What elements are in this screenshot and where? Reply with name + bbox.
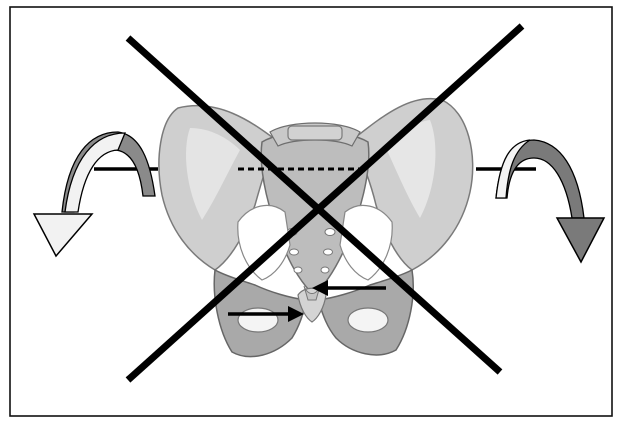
right-obturator-foramen: [348, 308, 388, 332]
sacral-foramen: [294, 267, 302, 273]
sacral-foramen: [325, 229, 335, 236]
left-obturator-foramen: [238, 308, 278, 332]
sacral-foramen: [324, 249, 333, 255]
l5-vertebra: [288, 126, 342, 140]
sacral-foramen: [290, 249, 299, 255]
sacral-foramen: [321, 267, 329, 273]
